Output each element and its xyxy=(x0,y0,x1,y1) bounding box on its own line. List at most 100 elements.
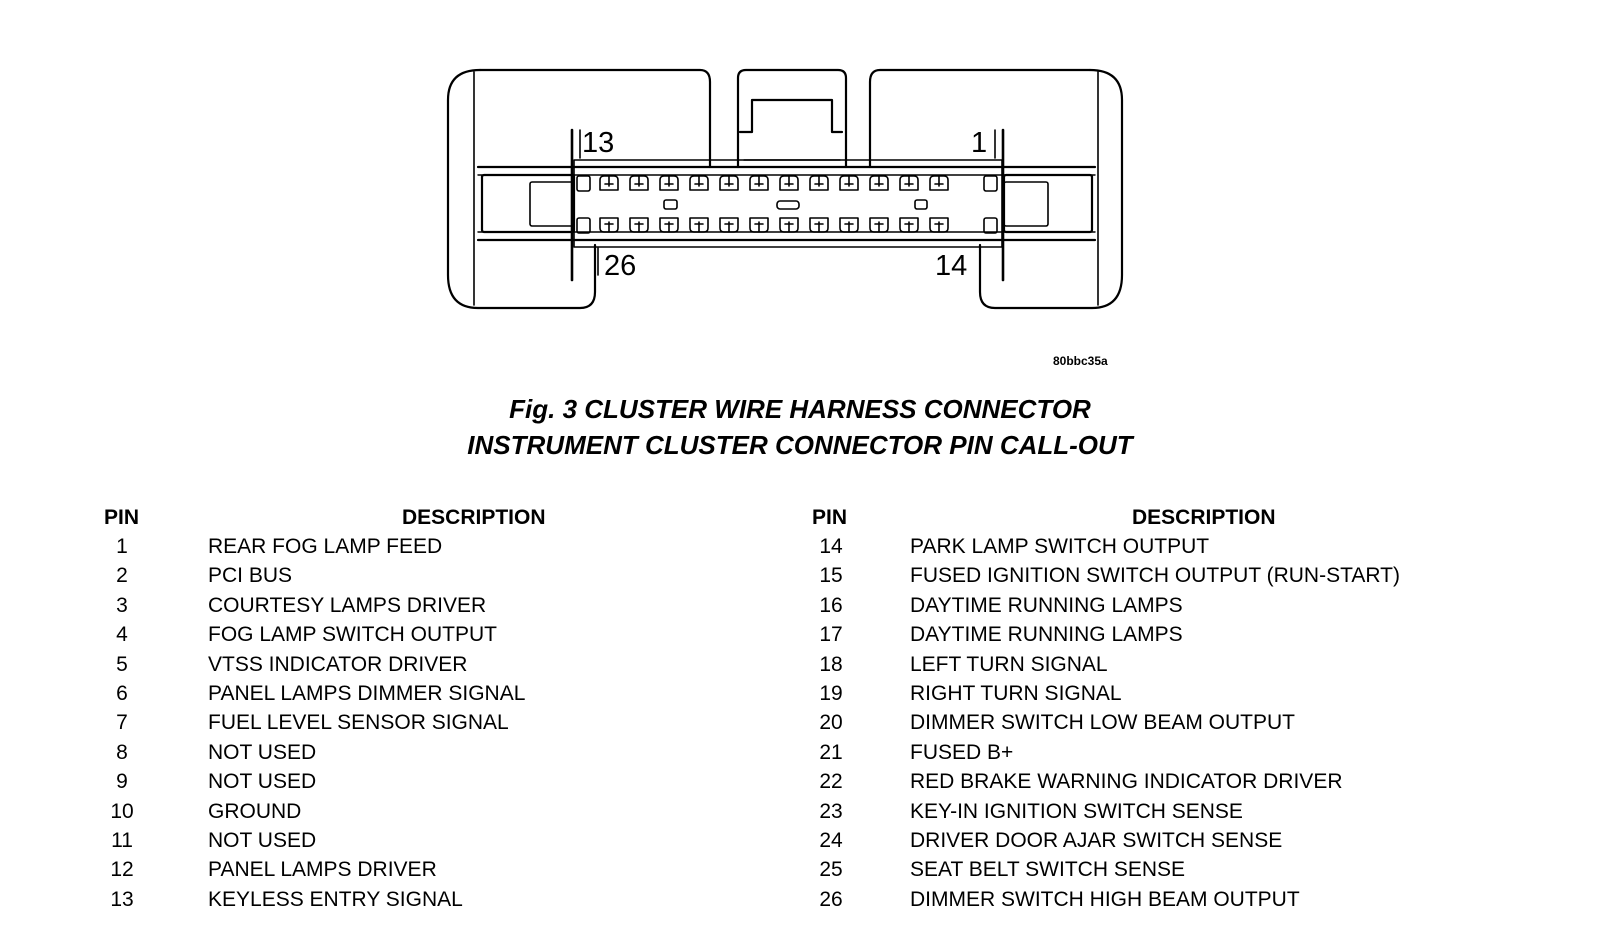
terminal-cavity xyxy=(899,217,919,233)
terminal-cavity xyxy=(809,217,829,233)
latch xyxy=(736,68,848,169)
pin-number: 9 xyxy=(116,770,128,794)
terminal-cavity xyxy=(839,217,859,233)
pin-number: 1 xyxy=(116,535,128,558)
pin-description: NOT USED xyxy=(208,770,317,794)
bottom-terminal-row xyxy=(599,217,949,233)
pin-description: NOT USED xyxy=(208,829,317,852)
pin-description: PCI BUS xyxy=(208,564,293,588)
pin-description: NOT USED xyxy=(208,740,317,764)
pin-number: 3 xyxy=(116,593,128,617)
pin-label-26: 26 xyxy=(604,250,637,282)
top-terminal-row xyxy=(599,175,949,191)
key-slot-center xyxy=(776,200,800,210)
figure-subtitle: INSTRUMENT CLUSTER CONNECTOR PIN CALL-OU… xyxy=(467,430,1133,460)
terminal-cavity xyxy=(779,175,799,191)
pin-description: RIGHT TURN SIGNAL xyxy=(910,682,1122,705)
housing-left-lobe xyxy=(478,68,712,169)
pin-column-header: PIN xyxy=(104,506,140,529)
guide-block-left-inner xyxy=(529,181,575,227)
terminal-cavity xyxy=(659,217,679,233)
terminal-cavity xyxy=(869,217,889,233)
terminal-cavity xyxy=(749,217,769,233)
terminal-cavity xyxy=(929,217,949,233)
pin-number: 23 xyxy=(819,799,843,823)
key-slot-right xyxy=(914,199,928,210)
pin-number: 22 xyxy=(819,770,843,794)
pin-description: RED BRAKE WARNING INDICATOR DRIVER xyxy=(910,770,1343,794)
pin-description: KEY-IN IGNITION SWITCH SENSE xyxy=(910,799,1243,823)
guide-block-right-inner xyxy=(1003,181,1049,227)
pin-description: REAR FOG LAMP FEED xyxy=(208,535,443,558)
cavity-face xyxy=(573,159,1003,248)
pin-number: 8 xyxy=(116,740,128,764)
housing-left-lobe-edge xyxy=(446,68,597,310)
pin-description: GROUND xyxy=(208,799,302,823)
terminal-cavity xyxy=(929,175,949,191)
pin-description: PANEL LAMPS DRIVER xyxy=(208,858,437,882)
end-cavity-tr xyxy=(983,175,998,192)
pin-number: 11 xyxy=(111,829,133,852)
pin-label-13: 13 xyxy=(582,127,615,159)
pin-number: 14 xyxy=(819,535,843,558)
pin-number: 18 xyxy=(819,652,843,676)
end-cavity-bl xyxy=(576,217,591,234)
pin-number: 4 xyxy=(116,623,128,647)
pin-description: SEAT BELT SWITCH SENSE xyxy=(910,858,1186,882)
figure-title: Fig. 3 CLUSTER WIRE HARNESS CONNECTOR xyxy=(509,394,1091,424)
terminal-cavity xyxy=(719,217,739,233)
terminal-cavity xyxy=(629,217,649,233)
pin-number: 6 xyxy=(116,682,128,705)
pin-description: COURTESY LAMPS DRIVER xyxy=(208,593,487,617)
pin-description: LEFT TURN SIGNAL xyxy=(910,652,1108,676)
terminal-cavity xyxy=(839,175,859,191)
pin-description: KEYLESS ENTRY SIGNAL xyxy=(208,887,463,911)
pin-number: 25 xyxy=(819,858,843,882)
pin-column-header: PIN xyxy=(812,506,848,529)
pin-description: PANEL LAMPS DIMMER SIGNAL xyxy=(208,682,526,705)
terminal-cavity xyxy=(599,217,619,233)
end-cavity-br xyxy=(983,217,998,234)
terminal-cavity xyxy=(719,175,739,191)
latch-inner xyxy=(738,98,844,134)
description-column-header: DESCRIPTION xyxy=(402,506,546,529)
terminal-cavity xyxy=(899,175,919,191)
pin-description: DIMMER SWITCH LOW BEAM OUTPUT xyxy=(910,711,1295,735)
key-slot-left xyxy=(663,199,678,210)
pin-description: VTSS INDICATOR DRIVER xyxy=(208,652,468,676)
pin-number: 5 xyxy=(116,652,128,676)
terminal-cavity xyxy=(599,175,619,191)
pin-description: FUSED B+ xyxy=(910,740,1014,764)
pin-number: 24 xyxy=(819,829,843,852)
terminal-cavity xyxy=(689,217,709,233)
pin-description: DAYTIME RUNNING LAMPS xyxy=(910,623,1183,647)
pin-number: 13 xyxy=(110,887,134,911)
terminal-cavity xyxy=(749,175,769,191)
terminal-cavity xyxy=(629,175,649,191)
pin-description: PARK LAMP SWITCH OUTPUT xyxy=(910,535,1210,558)
end-cavity-tl xyxy=(576,175,591,192)
pin-number: 2 xyxy=(116,564,128,588)
terminal-cavity xyxy=(659,175,679,191)
pin-number: 16 xyxy=(819,593,843,617)
pin-number: 17 xyxy=(819,623,843,647)
terminal-cavity xyxy=(809,175,829,191)
pin-number: 12 xyxy=(110,858,134,882)
housing-right-lobe xyxy=(868,68,1092,169)
pin-label-14: 14 xyxy=(935,250,968,282)
pin-description: DRIVER DOOR AJAR SWITCH SENSE xyxy=(910,829,1283,852)
pin-number: 7 xyxy=(116,711,128,735)
guide-block-left xyxy=(480,173,576,234)
pin-description: FOG LAMP SWITCH OUTPUT xyxy=(208,623,497,647)
pin-description: FUEL LEVEL SENSOR SIGNAL xyxy=(208,711,509,735)
image-code: 80bbc35a xyxy=(1053,354,1108,368)
terminal-cavity xyxy=(689,175,709,191)
housing-right-lobe-edge xyxy=(978,68,1124,310)
description-column-header: DESCRIPTION xyxy=(1132,506,1276,529)
pin-description: FUSED IGNITION SWITCH OUTPUT (RUN-START) xyxy=(910,564,1400,588)
pin-number: 19 xyxy=(819,682,843,705)
pin-description: DAYTIME RUNNING LAMPS xyxy=(910,593,1183,617)
terminal-cavity xyxy=(869,175,889,191)
pin-number: 20 xyxy=(819,711,843,735)
connector-diagram xyxy=(446,68,1124,310)
